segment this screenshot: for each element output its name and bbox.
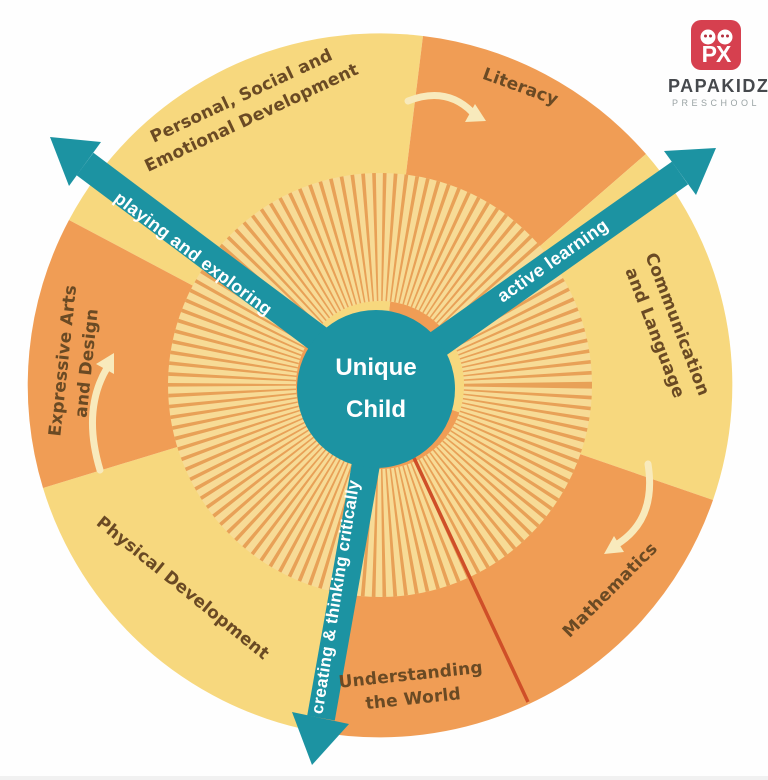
brand-name: PAPAKIDZ	[668, 76, 768, 96]
rotation-arrow-mathematics-icon	[604, 460, 654, 554]
page-bottom-edge	[0, 776, 768, 780]
brand-tagline: PRESCHOOL	[671, 98, 760, 108]
rotation-arrow-literacy-icon	[404, 92, 486, 122]
brand-logo: PX PAPAKIDZ PRESCHOOL	[668, 20, 768, 108]
logo-kids-icon	[700, 26, 735, 45]
red-divider-line	[412, 457, 530, 703]
hatch-ring-lines	[168, 173, 592, 597]
logo-badge: PX	[691, 20, 741, 70]
unique-child-label: Unique Child	[335, 354, 417, 423]
rotation-arrow-expressive-icon	[89, 353, 114, 474]
unique-child-circle	[297, 310, 455, 468]
logo-monogram: PX	[701, 41, 732, 67]
